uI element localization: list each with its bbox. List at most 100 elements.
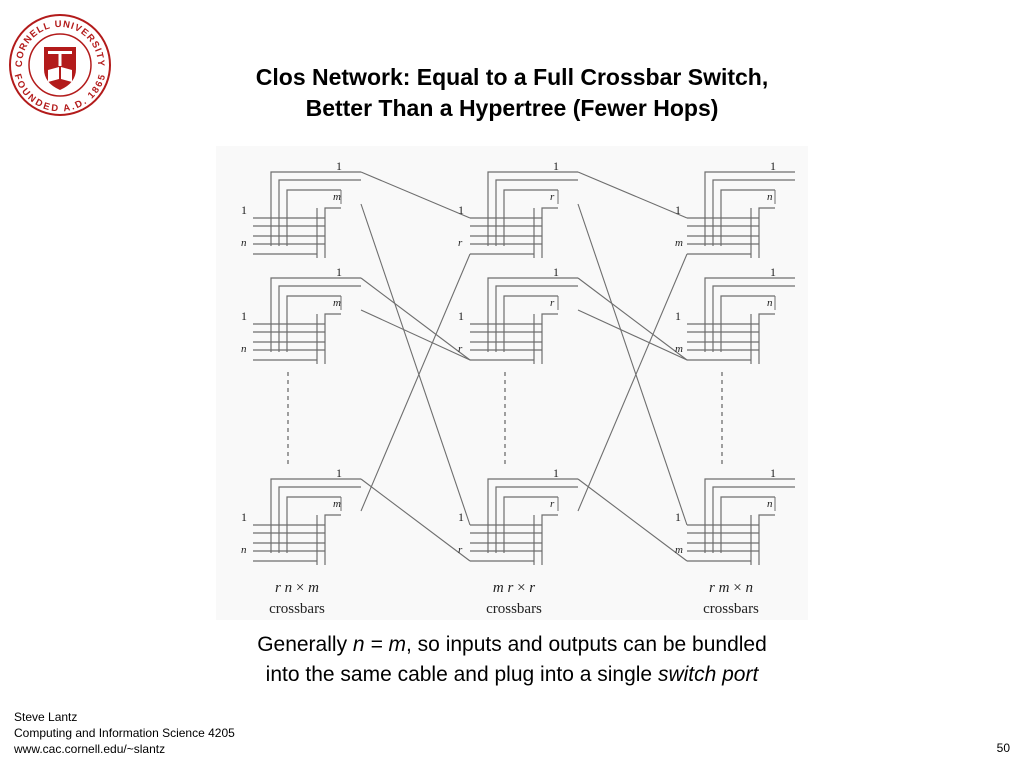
link-middle-1-to-output (577, 203, 688, 526)
crossbar-output-1 (687, 171, 795, 258)
crossbar-output-label-first: 1 (336, 159, 342, 173)
crossbar-output-bar (541, 514, 558, 565)
crossbar-frame-inner (286, 496, 341, 553)
crossbar-middle-1 (470, 171, 578, 258)
crossbar-frame-inner (286, 189, 341, 246)
slide-title-line1: Clos Network: Equal to a Full Crossbar S… (255, 64, 769, 90)
crossbar-output-label-first: 1 (553, 159, 559, 173)
link-input-1-to-middle (360, 171, 471, 219)
crossbar-output-label-first: 1 (336, 265, 342, 279)
stage-caption-label-input: crossbars (269, 601, 325, 617)
crossbar-output-label-last: r (550, 498, 555, 510)
stage-caption-formula-output: r m × n (709, 580, 753, 596)
crossbar-frame-inner (503, 295, 558, 352)
crossbar-input-label-last: m (675, 544, 683, 556)
crossbar-frame-outer (704, 171, 795, 246)
crossbar-output-label-last: m (333, 498, 341, 510)
crossbar-output-label-last: n (767, 498, 773, 510)
crossbar-output-bar (541, 207, 558, 258)
crossbar-input-2 (253, 277, 361, 364)
page-number: 50 (996, 741, 1010, 755)
footer-url: www.cac.cornell.edu/~slantz (14, 742, 166, 756)
crossbar-middle-2 (470, 277, 578, 364)
crossbar-input-label-first: 1 (675, 510, 681, 524)
crossbar-output-label-first: 1 (770, 466, 776, 480)
crossbar-frame-outer (704, 478, 795, 553)
cornell-university-seal: CORNELL UNIVERSITY FOUNDED A.D. 1865 (9, 14, 111, 116)
link-middle-1-to-output (577, 171, 688, 219)
crossbar-input-label-first: 1 (675, 203, 681, 217)
crossbar-input-label-first: 1 (241, 510, 247, 524)
link-input-2-to-middle (360, 309, 471, 361)
crossbar-input-label-last: m (675, 237, 683, 249)
crossbar-frame-inner (286, 295, 341, 352)
crossbar-frame-outer-inner (495, 285, 578, 352)
caption-line1: Generally n = m, so inputs and outputs c… (257, 633, 767, 656)
crossbar-frame-inner (720, 189, 775, 246)
link-middle-2-to-output (577, 309, 688, 361)
crossbar-frame-outer-inner (495, 486, 578, 553)
crossbar-output-bar (324, 207, 341, 258)
crossbar-frame-outer (487, 478, 578, 553)
link-input-1-to-middle (360, 203, 471, 526)
crossbar-frame-outer-inner (278, 285, 361, 352)
crossbar-middle-3 (470, 478, 578, 565)
slide-title-line2: Better Than a Hypertree (Fewer Hops) (305, 95, 719, 121)
crossbar-output-label-first: 1 (770, 159, 776, 173)
crossbar-frame-inner (503, 496, 558, 553)
link-middle-2-to-output (577, 277, 688, 361)
slide-caption: Generally n = m, so inputs and outputs c… (150, 630, 874, 690)
crossbar-output-label-last: r (550, 297, 555, 309)
caption-line2: into the same cable and plug into a sing… (265, 663, 759, 686)
link-middle-3-to-output (577, 253, 688, 512)
crossbar-input-label-last: r (458, 544, 463, 556)
crossbar-output-2 (687, 277, 795, 364)
crossbar-input-1 (253, 171, 361, 258)
footer-author: Steve Lantz (14, 710, 78, 724)
crossbar-output-label-last: r (550, 191, 555, 203)
crossbar-input-label-last: r (458, 237, 463, 249)
stage-caption-label-output: crossbars (703, 601, 759, 617)
crossbar-input-label-first: 1 (241, 309, 247, 323)
crossbar-frame-outer (487, 277, 578, 352)
crossbar-input-label-last: n (241, 237, 247, 249)
crossbar-frame-inner (503, 189, 558, 246)
crossbar-frame-inner (720, 295, 775, 352)
link-input-3-to-middle (360, 478, 471, 562)
crossbar-frame-outer-inner (712, 179, 795, 246)
crossbar-output-bar (758, 514, 775, 565)
crossbar-input-label-last: n (241, 343, 247, 355)
slide-title: Clos Network: Equal to a Full Crossbar S… (160, 62, 864, 124)
crossbar-output-bar (541, 313, 558, 364)
crossbar-input-label-last: m (675, 343, 683, 355)
crossbar-input-label-first: 1 (458, 510, 464, 524)
crossbar-input-3 (253, 478, 361, 565)
crossbar-input-label-first: 1 (675, 309, 681, 323)
stage-caption-formula-middle: m r × r (493, 580, 535, 596)
slide-footer: Steve Lantz Computing and Information Sc… (14, 709, 235, 757)
crossbar-output-label-last: m (333, 191, 341, 203)
link-input-3-to-middle (360, 253, 471, 512)
crossbar-output-label-last: n (767, 191, 773, 203)
crossbar-input-label-first: 1 (458, 309, 464, 323)
stage-caption-label-middle: crossbars (486, 601, 542, 617)
crossbar-input-label-last: r (458, 343, 463, 355)
crossbar-output-label-first: 1 (553, 265, 559, 279)
crossbar-frame-outer (270, 277, 361, 352)
crossbar-output-3 (687, 478, 795, 565)
crossbar-frame-outer (270, 171, 361, 246)
crossbar-output-label-last: n (767, 297, 773, 309)
crossbar-input-label-last: n (241, 544, 247, 556)
crossbar-output-bar (324, 313, 341, 364)
crossbar-frame-outer-inner (495, 179, 578, 246)
crossbar-output-label-first: 1 (770, 265, 776, 279)
crossbar-output-bar (758, 313, 775, 364)
crossbar-output-label-first: 1 (553, 466, 559, 480)
crossbar-output-label-first: 1 (336, 466, 342, 480)
crossbar-input-label-first: 1 (241, 203, 247, 217)
crossbar-frame-outer-inner (712, 285, 795, 352)
crossbar-frame-outer (270, 478, 361, 553)
crossbar-output-bar (758, 207, 775, 258)
